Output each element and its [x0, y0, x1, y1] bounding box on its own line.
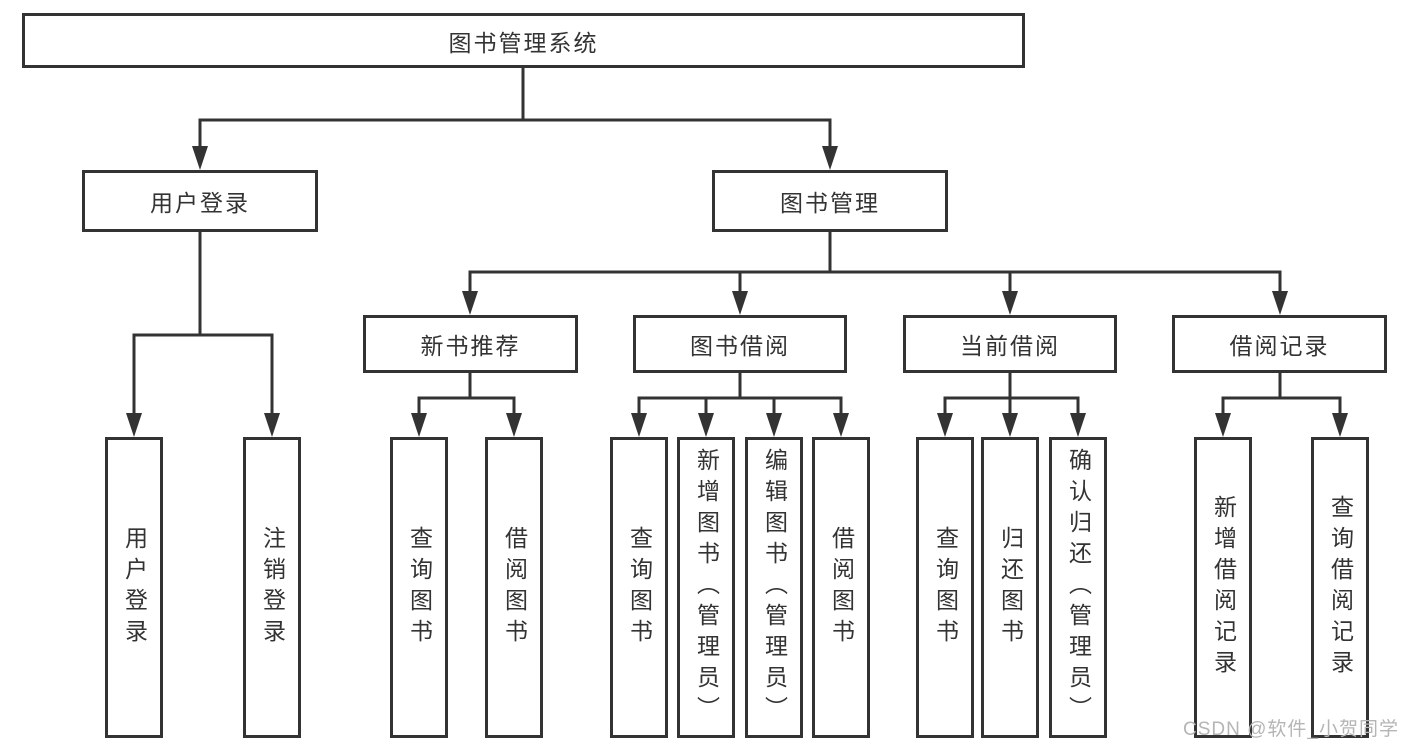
leaf-add-books-admin: 新增图书（管理员） [677, 437, 735, 738]
leaf-query-books-borrow: 查询图书 [610, 437, 668, 738]
connector-new-book-recommend-to-leaves [417, 373, 516, 415]
leaf-add-borrow-record: 新增借阅记录 [1194, 437, 1252, 738]
node-label: 新书推荐 [420, 333, 521, 359]
node-label: 编辑图书（管理员） [761, 448, 788, 727]
node-borrow-records: 借阅记录 [1172, 315, 1387, 373]
connector-current-borrow-to-leaves [943, 373, 1080, 415]
leaf-borrow-books: 借阅图书 [812, 437, 870, 738]
node-label: 图书管理系统 [448, 29, 599, 56]
node-label: 查询借阅记录 [1327, 494, 1354, 681]
leaf-query-books-recommend: 查询图书 [390, 437, 448, 738]
node-label: 确认归还（管理员） [1065, 448, 1092, 727]
node-label: 查询图书 [932, 525, 959, 650]
leaf-edit-books-admin: 编辑图书（管理员） [745, 437, 803, 738]
connector-user-login-to-leaves [132, 232, 274, 415]
leaf-logout: 注销登录 [243, 437, 301, 738]
node-label: 借阅图书 [828, 525, 855, 650]
node-label: 借阅记录 [1229, 333, 1330, 359]
node-book-borrow: 图书借阅 [633, 315, 847, 373]
node-book-management: 图书管理 [712, 170, 948, 232]
node-label: 新增借阅记录 [1210, 494, 1237, 681]
node-label: 归还图书 [997, 525, 1024, 650]
node-label: 注销登录 [259, 525, 286, 650]
node-label: 查询图书 [406, 525, 433, 650]
node-label: 新增图书（管理员） [693, 448, 720, 727]
leaf-user-login: 用户登录 [105, 437, 163, 738]
leaf-confirm-return-admin: 确认归还（管理员） [1049, 437, 1107, 738]
node-current-borrow: 当前借阅 [903, 315, 1117, 373]
node-label: 用户登录 [150, 190, 250, 216]
node-new-book-recommend: 新书推荐 [363, 315, 578, 373]
leaf-query-books-current: 查询图书 [916, 437, 974, 738]
connector-book-borrow-to-leaves [637, 373, 843, 415]
connector-borrow-records-to-leaves [1221, 373, 1342, 415]
leaf-borrow-books-recommend: 借阅图书 [485, 437, 543, 738]
node-label: 查询图书 [626, 525, 653, 650]
node-label: 图书管理 [780, 190, 880, 216]
node-label: 用户登录 [121, 525, 148, 650]
connector-book-management-to-level3 [468, 232, 1282, 293]
node-label: 借阅图书 [501, 525, 528, 650]
csdn-watermark: CSDN @软件_小贺同学 [1183, 719, 1399, 740]
node-label: 当前借阅 [960, 333, 1060, 359]
node-user-login: 用户登录 [82, 170, 318, 232]
node-label: 图书借阅 [690, 333, 790, 359]
connector-root-to-level2 [198, 68, 832, 148]
leaf-return-books: 归还图书 [981, 437, 1039, 738]
leaf-query-borrow-record: 查询借阅记录 [1311, 437, 1369, 738]
node-system-root: 图书管理系统 [22, 13, 1025, 68]
arrowheads [126, 146, 1348, 437]
